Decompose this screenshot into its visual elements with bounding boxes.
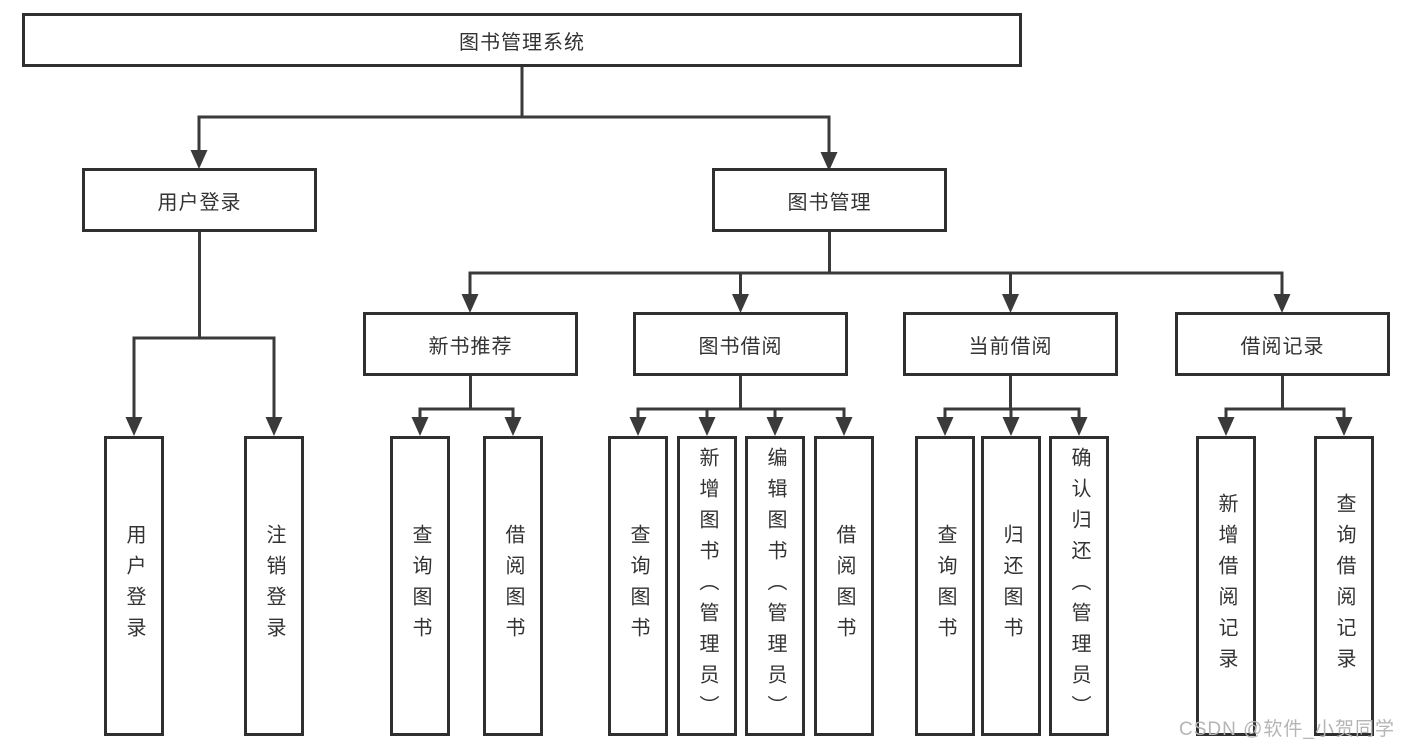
node-borrow-record-label: 借阅记录 <box>1240 335 1325 358</box>
leaf-borrow-book-2-label: 借阅图书 <box>833 524 855 648</box>
leaf-user-login-label: 用户登录 <box>123 524 145 648</box>
node-current-borrow: 当前借阅 <box>903 312 1118 376</box>
node-root-label: 图书管理系统 <box>459 31 585 54</box>
leaf-borrow-book-1: 借阅图书 <box>483 436 543 736</box>
node-current-borrow-label: 当前借阅 <box>968 335 1053 358</box>
leaf-query-book-1-label: 查询图书 <box>409 524 431 648</box>
node-root: 图书管理系统 <box>22 13 1022 67</box>
node-new-book-recommend-label: 新书推荐 <box>428 335 513 358</box>
leaf-query-book-2-label: 查询图书 <box>627 524 649 648</box>
leaf-add-book-admin-label: 新增图书（管理员） <box>696 446 718 726</box>
leaf-logout-label: 注销登录 <box>263 524 285 648</box>
node-new-book-recommend: 新书推荐 <box>363 312 578 376</box>
leaf-add-book-admin: 新增图书（管理员） <box>677 436 737 736</box>
node-book-management: 图书管理 <box>712 168 947 232</box>
leaf-logout: 注销登录 <box>244 436 304 736</box>
node-book-borrow-label: 图书借阅 <box>698 335 783 358</box>
leaf-query-book-3: 查询图书 <box>915 436 975 736</box>
leaf-return-book-label: 归还图书 <box>1000 524 1022 648</box>
node-book-management-label: 图书管理 <box>787 191 872 214</box>
node-book-borrow: 图书借阅 <box>633 312 848 376</box>
leaf-query-book-3-label: 查询图书 <box>934 524 956 648</box>
node-user-login: 用户登录 <box>82 168 317 232</box>
node-user-login-label: 用户登录 <box>157 191 242 214</box>
leaf-query-borrow-record-label: 查询借阅记录 <box>1333 493 1355 679</box>
leaf-confirm-return-admin: 确认归还（管理员） <box>1049 436 1109 736</box>
leaf-confirm-return-admin-label: 确认归还（管理员） <box>1068 446 1090 726</box>
leaf-add-borrow-record: 新增借阅记录 <box>1196 436 1256 736</box>
leaf-return-book: 归还图书 <box>981 436 1041 736</box>
node-borrow-record: 借阅记录 <box>1175 312 1390 376</box>
leaf-query-book-2: 查询图书 <box>608 436 668 736</box>
leaf-user-login: 用户登录 <box>104 436 164 736</box>
leaf-add-borrow-record-label: 新增借阅记录 <box>1215 493 1237 679</box>
leaf-query-borrow-record: 查询借阅记录 <box>1314 436 1374 736</box>
leaf-borrow-book-2: 借阅图书 <box>814 436 874 736</box>
leaf-edit-book-admin-label: 编辑图书（管理员） <box>764 446 786 726</box>
leaf-edit-book-admin: 编辑图书（管理员） <box>745 436 805 736</box>
leaf-query-book-1: 查询图书 <box>390 436 450 736</box>
leaf-borrow-book-1-label: 借阅图书 <box>502 524 524 648</box>
